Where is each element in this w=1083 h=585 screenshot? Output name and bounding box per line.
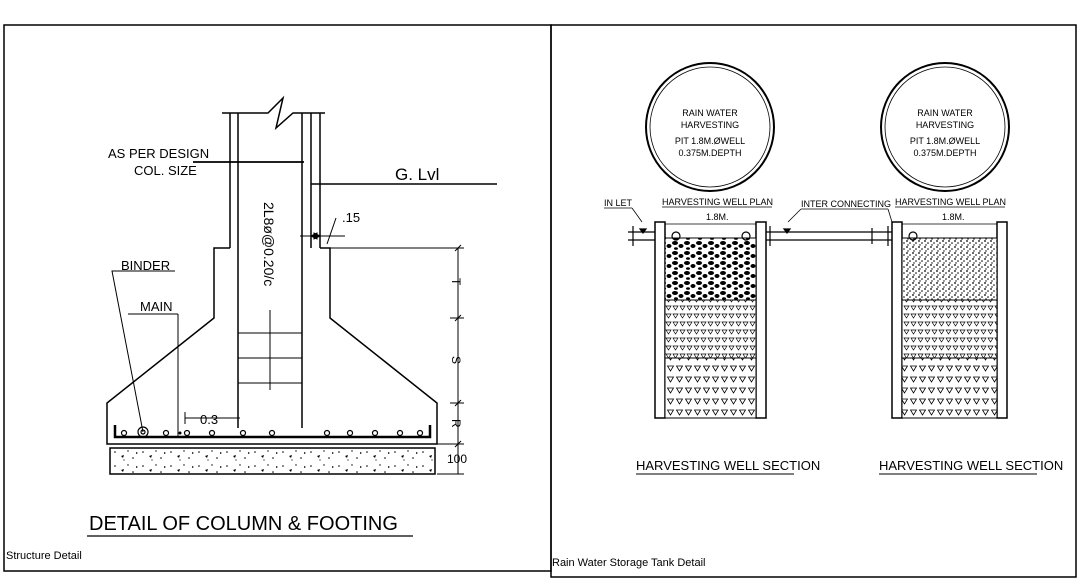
pcc-bed bbox=[109, 447, 436, 475]
right-frame bbox=[550, 24, 1077, 578]
circle-right-line4: 0.375M.DEPTH bbox=[913, 148, 976, 158]
stirrup-label: 2L8ø@0.20/c bbox=[261, 202, 277, 286]
rebar-dots bbox=[120, 426, 424, 438]
bar-spacing-label: 0.3 bbox=[200, 412, 218, 427]
width-right-label: 1.8M. bbox=[942, 212, 965, 222]
dim-t-label: T bbox=[449, 278, 463, 286]
section-right-label: HARVESTING WELL SECTION bbox=[879, 458, 1063, 473]
well-section-left bbox=[654, 221, 767, 419]
plan-circle-left bbox=[645, 62, 775, 192]
right-panel: RAIN WATER HARVESTING PIT 1.8M.ØWELL 0.3… bbox=[550, 24, 1077, 578]
circle-left-line3: PIT 1.8M.ØWELL bbox=[675, 136, 745, 146]
circle-left-line1: RAIN WATER bbox=[682, 108, 738, 118]
interconnecting-label: INTER CONNECTING bbox=[801, 199, 891, 209]
dim-s-label: S bbox=[449, 356, 463, 364]
circle-left-line4: 0.375M.DEPTH bbox=[678, 148, 741, 158]
offset-label: .15 bbox=[342, 210, 360, 225]
section-left-label: HARVESTING WELL SECTION bbox=[636, 458, 820, 473]
left-frame bbox=[3, 24, 552, 572]
pcc-thickness-label: 100 bbox=[447, 452, 467, 466]
ground-level-label: G. Lvl bbox=[395, 165, 439, 184]
column-outline bbox=[222, 95, 325, 428]
as-per-design-label: AS PER DESIGN bbox=[108, 146, 209, 161]
plan-right-label: HARVESTING WELL PLAN bbox=[895, 197, 1006, 207]
right-caption: Rain Water Storage Tank Detail bbox=[552, 557, 706, 569]
inlet-label: IN LET bbox=[604, 198, 633, 208]
plan-circle-right bbox=[880, 62, 1010, 192]
circle-right-line2: HARVESTING bbox=[916, 120, 974, 130]
col-size-label: COL. SIZE bbox=[134, 163, 197, 178]
left-panel: AS PER DESIGN COL. SIZE G. Lvl 2L8ø@0.20… bbox=[3, 24, 552, 572]
circle-right-line1: RAIN WATER bbox=[917, 108, 973, 118]
binder-label: BINDER bbox=[121, 258, 170, 273]
left-caption: Structure Detail bbox=[6, 550, 82, 562]
plan-left-label: HARVESTING WELL PLAN bbox=[662, 197, 773, 207]
well-section-right bbox=[891, 221, 1008, 419]
width-left-label: 1.8M. bbox=[706, 212, 729, 222]
circle-right-line3: PIT 1.8M.ØWELL bbox=[910, 136, 980, 146]
circle-left-line2: HARVESTING bbox=[681, 120, 739, 130]
left-title: DETAIL OF COLUMN & FOOTING bbox=[89, 513, 398, 535]
dim-r-label: R bbox=[449, 419, 463, 428]
footing-outline bbox=[106, 247, 438, 445]
main-label: MAIN bbox=[140, 299, 173, 314]
